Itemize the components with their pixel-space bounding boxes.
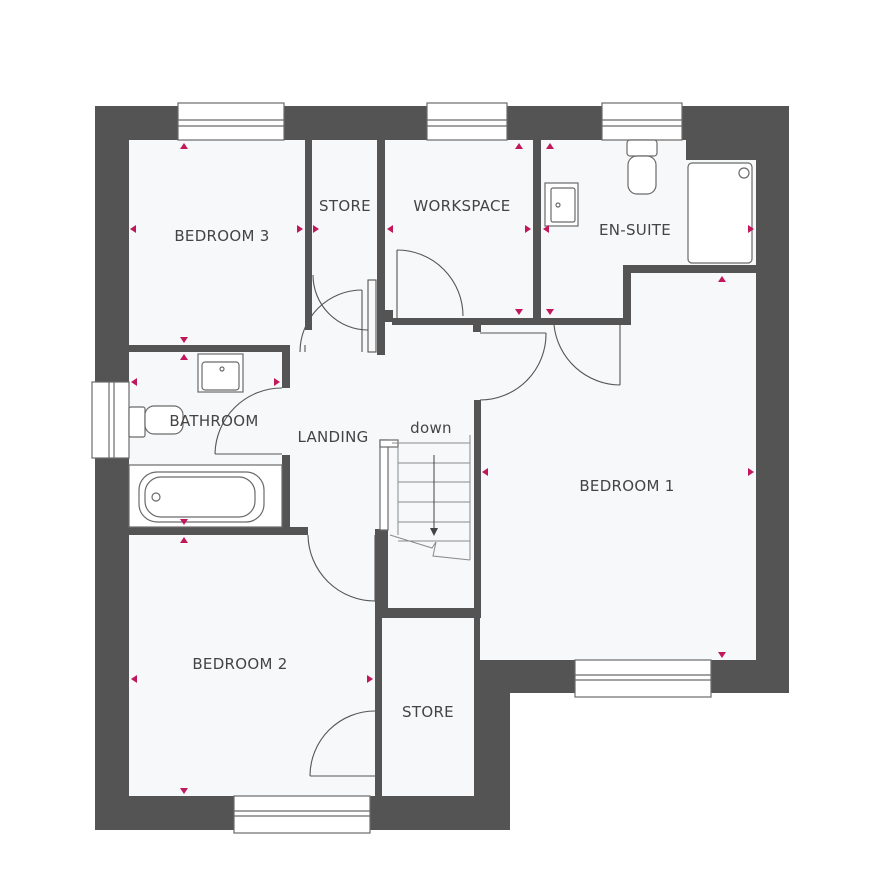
room-label-bedroom-1: BEDROOM 1 [579, 477, 675, 495]
bathroom-basin-icon [197, 353, 244, 393]
window-bedroom-3 [177, 102, 285, 141]
room-label-store-bottom: STORE [402, 703, 454, 721]
door-store-bottom [309, 710, 376, 777]
en-suite-basin-icon [544, 182, 579, 227]
floor-store-top [312, 140, 377, 275]
room-label-bedroom-2: BEDROOM 2 [192, 655, 288, 673]
bath-icon [128, 464, 283, 528]
fixtures [128, 139, 753, 528]
floor-bedroom-1 [480, 272, 756, 660]
floor-workspace [385, 140, 533, 318]
floor-bedroom-2 [129, 535, 375, 796]
floor-under-stairs [388, 540, 474, 608]
door-workspace [396, 249, 464, 322]
windows [91, 102, 712, 834]
shower-tray-icon [687, 162, 753, 264]
floor-landing-west [290, 345, 385, 535]
window-en-suite [601, 102, 683, 141]
bathroom-toilet-icon [128, 405, 184, 438]
door-bedroom-1 [479, 332, 547, 401]
floor-bedroom-3 [129, 140, 305, 345]
floor-store-bottom [382, 618, 474, 796]
window-bedroom-2 [233, 795, 371, 834]
door-en-suite [553, 324, 621, 386]
interior-walls [129, 140, 756, 796]
room-label-bathroom: BATHROOM [169, 412, 259, 430]
room-label-landing: LANDING [297, 428, 369, 446]
window-bedroom-1 [574, 659, 712, 698]
doors [214, 249, 621, 777]
room-label-store-top: STORE [319, 197, 371, 215]
door-bedroom-2 [307, 534, 376, 602]
room-label-bedroom-3: BEDROOM 3 [174, 227, 270, 245]
staircase [379, 435, 471, 561]
window-bathroom [91, 381, 130, 459]
door-store-top [312, 274, 377, 353]
en-suite-toilet-icon [626, 139, 658, 195]
dimension-markers [130, 143, 754, 794]
door-bedroom-3 [299, 289, 363, 353]
door-bathroom [214, 387, 283, 455]
stairs-direction-label: down [410, 419, 452, 437]
room-label-workspace: WORKSPACE [413, 197, 511, 215]
room-label-en-suite: EN-SUITE [598, 221, 672, 239]
window-workspace [426, 102, 508, 141]
